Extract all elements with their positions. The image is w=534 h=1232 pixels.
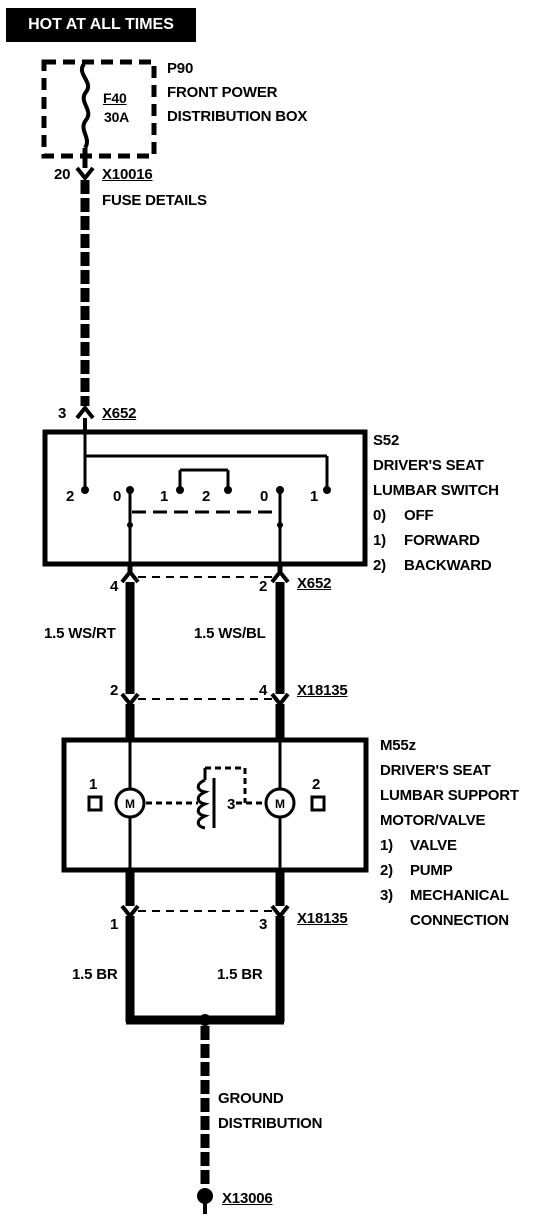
switch-state-2-label: BACKWARD [404, 557, 492, 574]
motor-left-label: 1 [89, 776, 98, 793]
fuse-symbol [80, 62, 91, 150]
switch-state-0-label: OFF [404, 507, 434, 524]
connector-x652-top [75, 404, 95, 420]
wire-br-right-label: 1.5 BR [217, 966, 263, 983]
motor-ref: M55z [380, 737, 416, 754]
switch-pin-top: 3 [58, 405, 67, 422]
ground-line2: DISTRIBUTION [218, 1115, 323, 1132]
motor-name-2: LUMBAR SUPPORT [380, 787, 519, 804]
wire-label-right: 1.5 WS/BL [194, 625, 266, 642]
fuse-details-label: FUSE DETAILS [102, 192, 207, 209]
fuse-box-name-2: DISTRIBUTION BOX [167, 108, 308, 125]
motor-legend-num: 3) [380, 887, 393, 904]
switch-ref: S52 [373, 432, 400, 449]
motor-right-label: 2 [312, 776, 321, 793]
connector-x652-top-label: X652 [102, 405, 137, 422]
pump-motor-symbol [264, 787, 296, 819]
valve-coil-symbol [196, 778, 210, 830]
wire-label-left: 1.5 WS/RT [44, 625, 116, 642]
switch-name-1: DRIVER'S SEAT [373, 457, 484, 474]
switch-contact-label: 0 [113, 488, 122, 505]
connector-low-pin-left: 1 [110, 916, 119, 933]
hot-at-all-times-banner: HOT AT ALL TIMES [6, 8, 196, 42]
switch-contact-label: 1 [160, 488, 169, 505]
connector-x10016-label: X10016 [102, 166, 153, 183]
wire-br-left-label: 1.5 BR [72, 966, 118, 983]
motor-legend-label: MECHANICAL [410, 887, 509, 904]
valve-motor-symbol [114, 787, 146, 819]
ground-connector-label: X13006 [222, 1190, 273, 1207]
connector-low-pin-right: 3 [259, 916, 268, 933]
motor-legend-num: 1) [380, 837, 393, 854]
switch-contact-label: 2 [202, 488, 211, 505]
connector-mid-pin-right: 4 [259, 682, 268, 699]
motor-name-1: DRIVER'S SEAT [380, 762, 491, 779]
ground-line1: GROUND [218, 1090, 284, 1107]
switch-state-2-num: 2) [373, 557, 386, 574]
switch-contact-label: 2 [66, 488, 75, 505]
fuse-rating: 30A [104, 109, 130, 125]
connector-x18135-low-label: X18135 [297, 910, 348, 927]
switch-pin-right: 2 [259, 578, 268, 595]
switch-pin-left: 4 [110, 578, 119, 595]
fuse-pin: 20 [54, 166, 71, 183]
motor-legend-label: VALVE [410, 837, 457, 854]
motor-legend-label: CONNECTION [410, 912, 509, 929]
connector-mid-pin-left: 2 [110, 682, 119, 699]
switch-name-2: LUMBAR SWITCH [373, 482, 499, 499]
switch-contact-label: 0 [260, 488, 269, 505]
switch-contact-label: 1 [310, 488, 319, 505]
switch-state-0-num: 0) [373, 507, 386, 524]
motor-box [61, 737, 369, 873]
switch-box [42, 429, 368, 567]
connector-x18135-mid-label: X18135 [297, 682, 348, 699]
switch-state-1-label: FORWARD [404, 532, 480, 549]
motor-legend-label: PUMP [410, 862, 453, 879]
connector-x652-bottom-label: X652 [297, 575, 332, 592]
motor-legend-num: 2) [380, 862, 393, 879]
fuse-id: F40 [103, 90, 127, 106]
motor-mech-label: 3 [227, 796, 236, 813]
fuse-box-ref: P90 [167, 60, 194, 77]
switch-state-1-num: 1) [373, 532, 386, 549]
fuse-box-name-1: FRONT POWER [167, 84, 278, 101]
motor-name-3: MOTOR/VALVE [380, 812, 486, 829]
connector-x10016 [75, 166, 95, 182]
fuse-box-outline [41, 59, 157, 159]
valve-motor-letter: M [125, 797, 135, 811]
pump-motor-letter: M [275, 797, 285, 811]
